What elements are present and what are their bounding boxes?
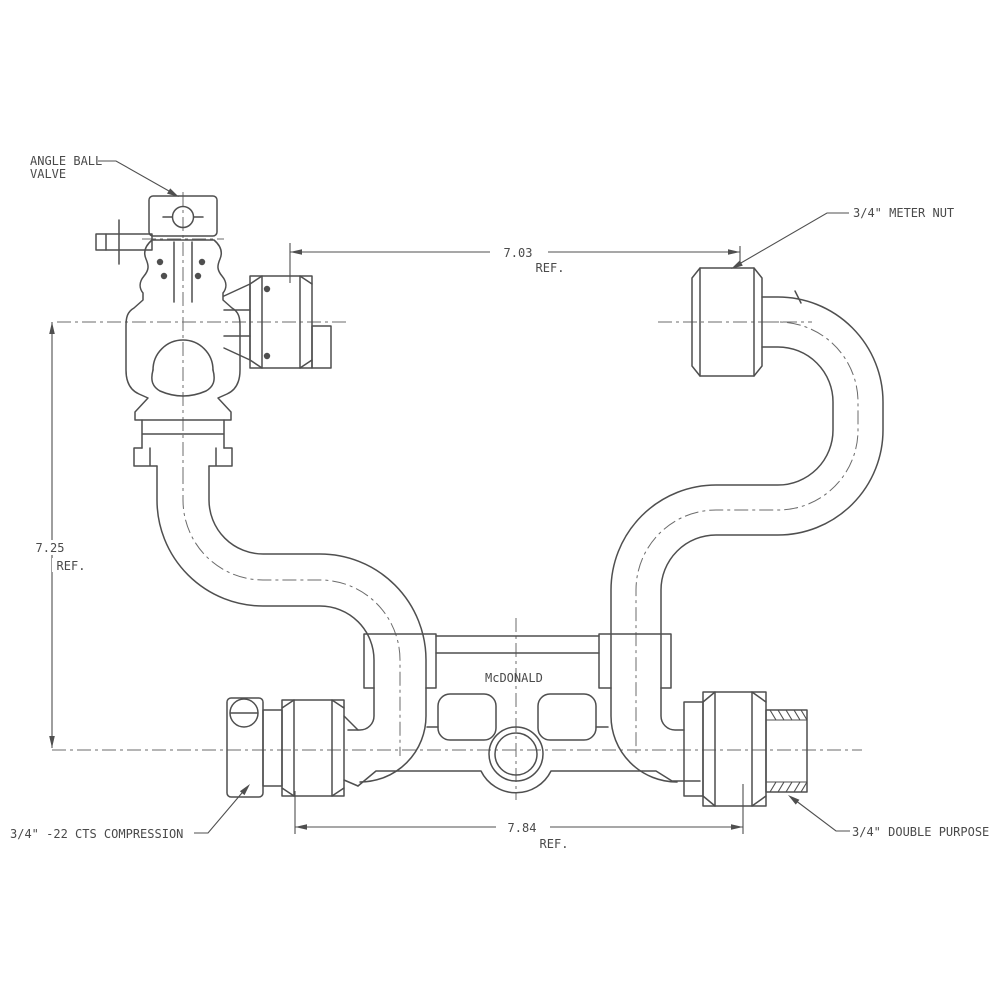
labels: ANGLE BALL VALVE 3/4" METER NUT McDONALD… xyxy=(10,154,989,851)
meter-nut-top-right xyxy=(691,267,763,377)
label-double-purpose: 3/4" DOUBLE PURPOSE xyxy=(852,825,989,839)
label-brand: McDONALD xyxy=(485,671,543,685)
label-meter-nut: 3/4" METER NUT xyxy=(853,206,954,220)
compression-fitting xyxy=(226,697,345,798)
dim-top-ref: REF. xyxy=(536,261,565,275)
valve-lock-wing xyxy=(95,233,153,251)
angle-ball-valve xyxy=(95,195,332,467)
dim-left-value: 7.25 xyxy=(36,541,65,555)
male-thread-end xyxy=(765,709,808,793)
compression-bolt-head xyxy=(229,698,259,728)
dimension-lines xyxy=(30,243,744,834)
valve-outlet-meter-nut xyxy=(249,275,313,369)
pipes xyxy=(156,290,884,689)
label-angle-ball-valve-line1: ANGLE BALL xyxy=(30,154,102,168)
label-angle-ball-valve-line2: VALVE xyxy=(30,167,66,181)
double-purpose-fitting xyxy=(683,691,808,807)
label-cts-compression: 3/4" -22 CTS COMPRESSION xyxy=(10,827,183,841)
leader-lines xyxy=(98,160,850,834)
yoke-assembly xyxy=(343,633,701,794)
meter-support-boss xyxy=(488,726,544,782)
dim-left-ref: REF. xyxy=(57,559,86,573)
valve-lock-tab xyxy=(148,195,218,237)
dim-bottom-ref: REF. xyxy=(540,837,569,851)
centerlines xyxy=(52,192,862,800)
dim-bottom-value: 7.84 xyxy=(508,821,537,835)
dim-top-value: 7.03 xyxy=(504,246,533,260)
